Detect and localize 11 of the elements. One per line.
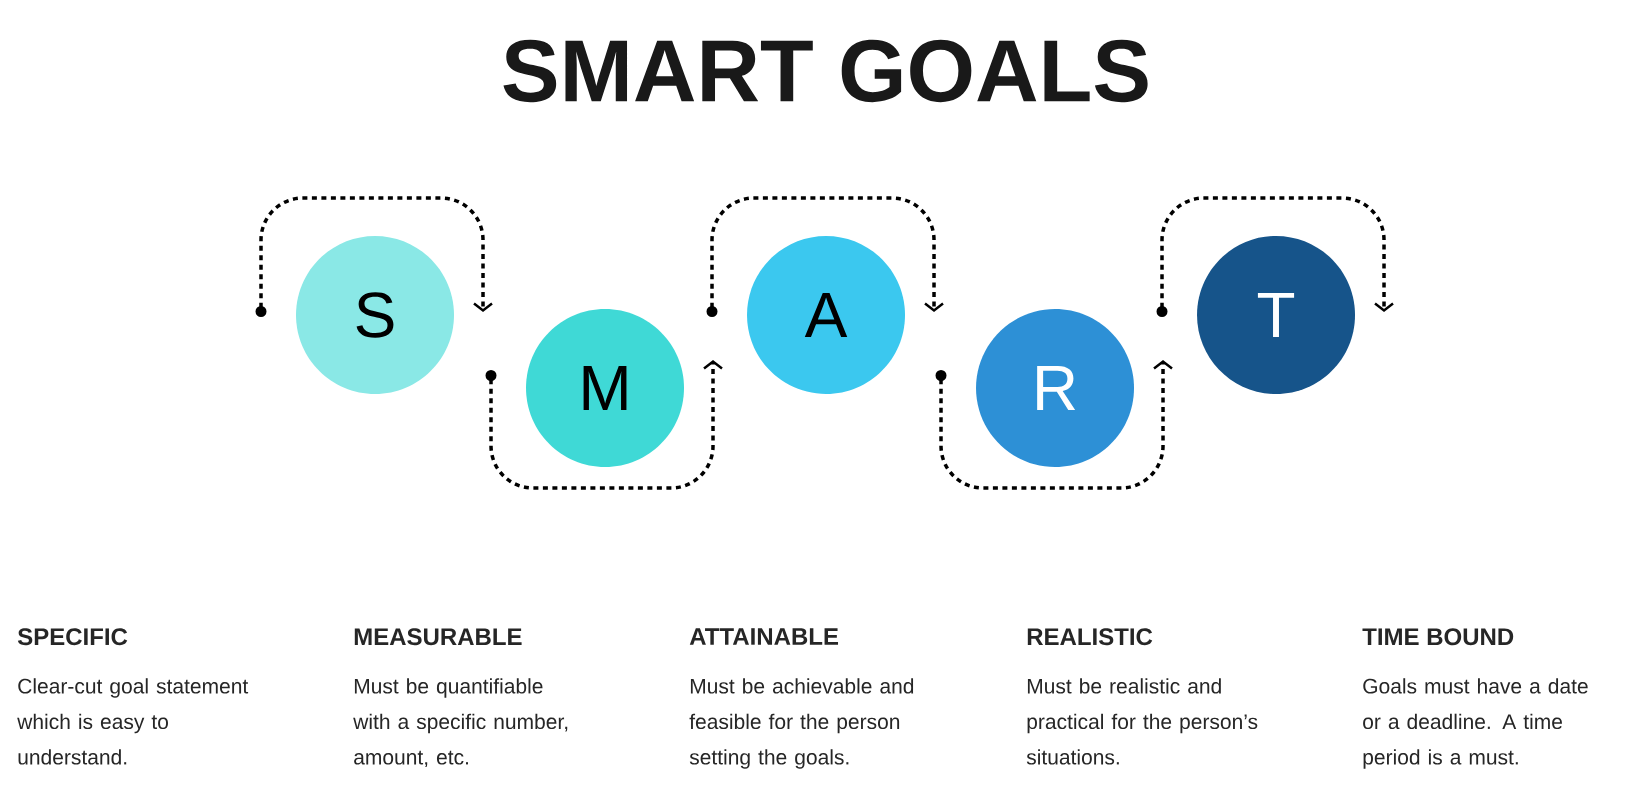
description: Must be quantifiable with a specific number, amount, etc. — [353, 678, 568, 768]
description: Must be achievable and feasible for the person setting the goals. — [689, 678, 914, 769]
description: Clear-cut goal statement which is easy to understand. — [17, 678, 249, 765]
title: SMART GOALS — [503, 39, 1148, 103]
description: Goals must have a date or a deadline. A time period is a must. — [1363, 678, 1588, 769]
description: Must be realistic and practical for the person’s situations. — [1026, 678, 1258, 765]
heading: MEASURABLE — [354, 628, 522, 646]
heading: REALISTIC — [1027, 628, 1153, 646]
heading: SPECIFIC — [17, 628, 128, 646]
heading: ATTAINABLE — [689, 628, 839, 645]
heading: TIME BOUND — [1362, 628, 1514, 646]
